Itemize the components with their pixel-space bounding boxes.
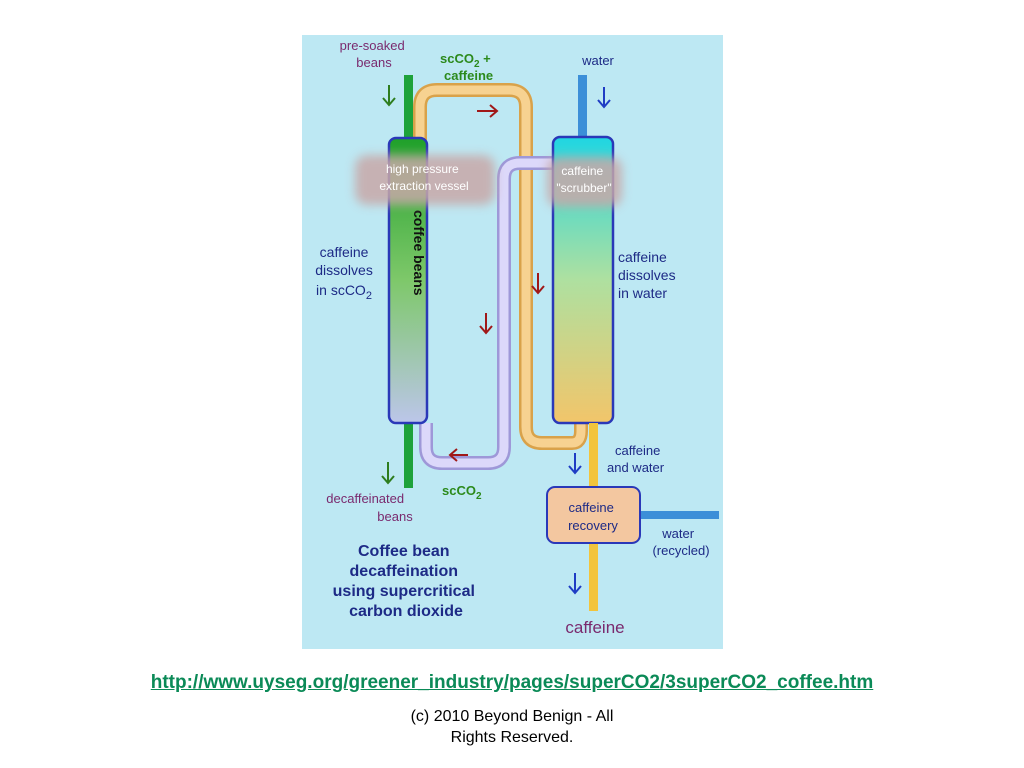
recycled-water-pipe xyxy=(639,511,719,519)
caffeine-out-pipe xyxy=(589,543,598,611)
caffeine-scrubber-column xyxy=(551,135,615,425)
decaffeinated-beans-label: decaffeinated beans xyxy=(326,491,413,524)
copyright-text: (c) 2010 Beyond Benign - All Rights Rese… xyxy=(410,708,614,746)
sco2-return-label: scCO2 xyxy=(442,483,482,502)
water-recycled-label: water (recycled) xyxy=(652,526,709,558)
caffeine-water-arrow xyxy=(568,453,582,475)
bean-feed-pipe xyxy=(404,75,413,138)
right-arrow xyxy=(477,104,499,118)
caffeine-recovery-unit xyxy=(546,486,641,544)
caffeine-water-pipe xyxy=(589,423,598,493)
diagram-background xyxy=(302,35,723,649)
decaf-arrow xyxy=(381,462,395,485)
vessel-label: high pressure extraction vessel xyxy=(379,162,468,193)
presoaked-beans-label: pre-soaked beans xyxy=(340,38,409,70)
down-arrow-lavender xyxy=(479,313,493,335)
decaffeination-diagram: coffee beans caffeine recovery high pres… xyxy=(302,35,723,649)
caffeine-output-label: caffeine xyxy=(565,618,624,637)
caffeine-out-arrow xyxy=(568,573,582,595)
diagram-title: Coffee bean decaffeination using supercr… xyxy=(333,543,480,620)
caffeine-dissolves-sco2-label: caffeine dissolves in scCO2 xyxy=(315,244,376,302)
recovery-label: caffeine recovery xyxy=(568,500,618,533)
extraction-vessel xyxy=(387,136,429,425)
bean-exit-pipe xyxy=(404,422,413,488)
sco2-caffeine-label: scCO2 + caffeine xyxy=(440,51,494,83)
water-in-arrow xyxy=(597,87,611,109)
feed-arrow xyxy=(382,85,396,107)
down-arrow-orange xyxy=(531,273,545,295)
water-inlet-pipe xyxy=(578,75,587,138)
water-in-label: water xyxy=(581,53,614,68)
caffeine-and-water-label: caffeine and water xyxy=(607,443,665,475)
source-link[interactable]: http://www.uyseg.org/greener_industry/pa… xyxy=(150,672,874,693)
caffeine-dissolves-water-label: caffeine dissolves in water xyxy=(618,249,679,301)
coffee-beans-label: coffee beans xyxy=(411,210,427,296)
scrubber-label: caffeine "scrubber" xyxy=(556,164,611,195)
left-arrow xyxy=(448,448,468,462)
